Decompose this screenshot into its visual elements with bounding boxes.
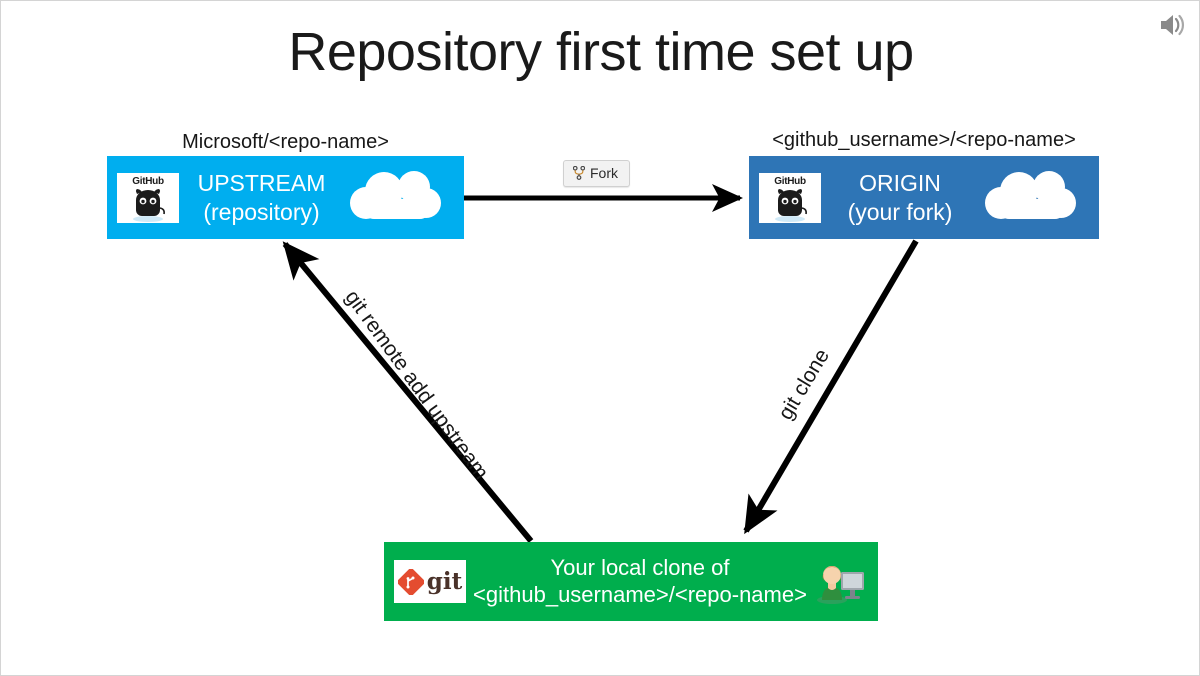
- cloud-icon: [985, 170, 1076, 219]
- page-title: Repository first time set up: [288, 22, 914, 82]
- github-logo: GitHub: [759, 172, 821, 223]
- cloud-icon: [350, 170, 441, 219]
- local-clone-label: Your local clone of <github_username>/<r…: [466, 555, 814, 609]
- octocat-icon: [133, 188, 165, 222]
- edge-label-git-remote-add-upstream: git remote add upstream: [340, 286, 493, 484]
- edge-label-git-clone: git clone: [774, 344, 835, 424]
- upstream-caption: Microsoft/<repo-name>: [182, 131, 389, 153]
- git-diamond-icon: [397, 568, 424, 595]
- upstream-label-line2: (repository): [203, 198, 320, 225]
- origin-caption: <github_username>/<repo-name>: [772, 129, 1076, 151]
- node-upstream[interactable]: GitHub UPSTREAM (repository): [107, 156, 464, 239]
- git-logo-text: git: [426, 568, 463, 595]
- origin-label-line1: ORIGIN: [859, 170, 941, 197]
- upstream-label-line1: UPSTREAM: [197, 170, 326, 197]
- speaker-icon[interactable]: [1155, 9, 1189, 41]
- fork-icon: [573, 166, 585, 180]
- person-at-computer-icon: [817, 565, 864, 604]
- node-origin[interactable]: GitHub ORIGIN (your fork): [749, 156, 1099, 239]
- local-clone-label-line1: Your local clone of: [550, 554, 730, 580]
- fork-button[interactable]: Fork: [563, 160, 630, 187]
- github-logo: GitHub: [117, 172, 179, 223]
- github-logo-text: GitHub: [132, 175, 164, 187]
- origin-label: ORIGIN (your fork): [821, 169, 979, 225]
- local-clone-label-line2: <github_username>/<repo-name>: [473, 581, 807, 607]
- upstream-label: UPSTREAM (repository): [179, 169, 344, 225]
- fork-button-label: Fork: [590, 165, 618, 181]
- origin-label-line2: (your fork): [847, 198, 953, 225]
- node-local-clone[interactable]: git Your local clone of <github_username…: [384, 542, 878, 621]
- octocat-icon: [775, 188, 807, 222]
- git-logo: git: [394, 560, 466, 603]
- arrow-git-clone: [743, 239, 919, 535]
- github-logo-text: GitHub: [774, 175, 806, 187]
